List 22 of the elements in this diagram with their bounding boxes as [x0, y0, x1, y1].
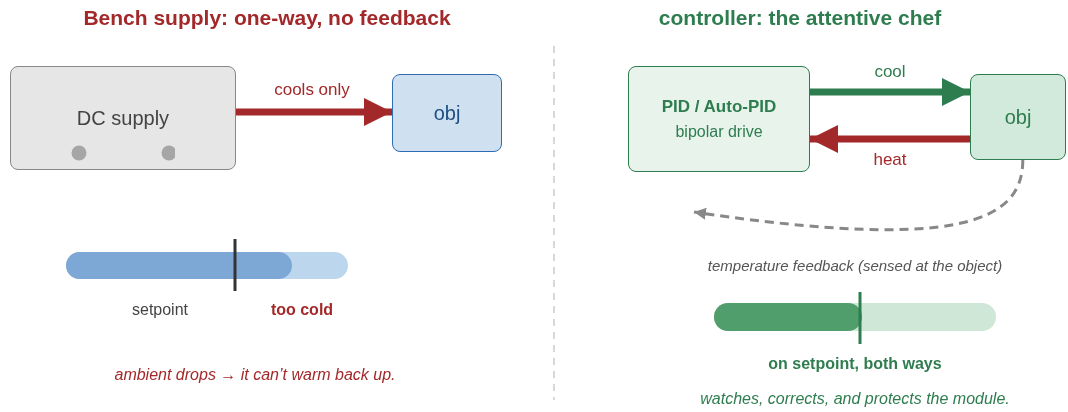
caption-text: temperature feedback (sensed at the object) — [707, 257, 1003, 274]
feedback-arrow — [693, 159, 1025, 232]
object-box — [970, 74, 1066, 160]
arrow — [236, 98, 392, 126]
node-title: DC supply — [76, 106, 170, 130]
node-subtitle: bipolar drive — [675, 123, 763, 141]
edge-label: cools only — [272, 80, 352, 100]
power-supply-box — [10, 66, 236, 170]
node-title: PID / Auto-PID — [661, 97, 777, 117]
controller-box — [628, 66, 810, 172]
scale-label: setpoint — [132, 301, 188, 319]
node-title: obj — [1004, 105, 1032, 129]
note-text: watches, corrects, and protects the module. — [700, 390, 1010, 408]
node-title: obj — [433, 101, 461, 125]
note-text: ambient drops → it can’t warm back up. — [114, 366, 396, 384]
panel-title: Bench supply: one-way, no feedback — [83, 6, 451, 30]
panel-title: controller: the attentive chef — [658, 6, 942, 30]
status-label: too cold — [270, 301, 334, 319]
arrow — [810, 125, 970, 153]
arrow — [810, 78, 970, 106]
object-box — [392, 74, 502, 152]
status-label: on setpoint, both ways — [768, 355, 942, 373]
